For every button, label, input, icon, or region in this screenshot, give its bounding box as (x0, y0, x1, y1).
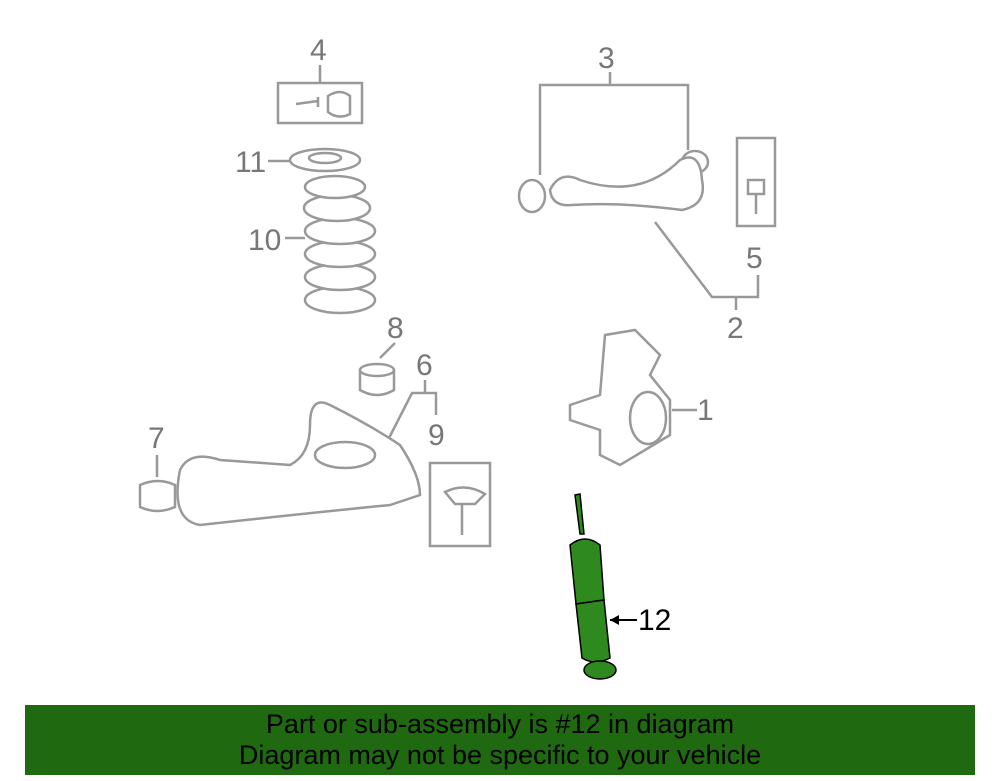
callout-6: 6 (416, 349, 433, 382)
callout-5: 5 (746, 242, 763, 275)
callout-3: 3 (598, 42, 615, 75)
banner-line-1: Part or sub-assembly is #12 in diagram (265, 709, 735, 739)
callout-12: 12 (638, 604, 671, 637)
callout-9: 9 (428, 419, 445, 452)
callout-4: 4 (310, 34, 327, 67)
callout-1: 1 (697, 394, 714, 427)
banner-line-2: Diagram may not be specific to your vehi… (238, 740, 762, 770)
part-1-steering-knuckle[interactable]: 1 (568, 328, 714, 467)
part-7-bushing[interactable]: 7 (138, 422, 177, 513)
callout-6-group: 6 (386, 349, 438, 441)
callout-10: 10 (248, 224, 281, 257)
part-10-coil-spring[interactable]: 10 (248, 174, 377, 315)
part-4-bolt-kit[interactable]: 4 (276, 34, 364, 125)
part-8-bushing[interactable]: 8 (358, 312, 404, 397)
part-11-spring-insulator[interactable]: 11 (235, 146, 362, 179)
part-5-upper-ball-joint[interactable]: 5 (735, 136, 777, 275)
callout-11: 11 (235, 146, 266, 179)
part-9-lower-ball-joint[interactable]: 9 (428, 419, 492, 548)
part-6-lower-control-arm[interactable] (176, 401, 422, 527)
info-banner: Part or sub-assembly is #12 in diagram D… (25, 705, 975, 775)
part-12-shock-absorber[interactable]: 12 (569, 493, 671, 680)
callout-8: 8 (387, 312, 404, 345)
callout-2: 2 (727, 312, 744, 345)
part-3-upper-control-arm-bushings[interactable]: 3 (517, 42, 710, 214)
callout-7: 7 (148, 422, 165, 455)
callout-2-group: 2 (654, 221, 760, 345)
